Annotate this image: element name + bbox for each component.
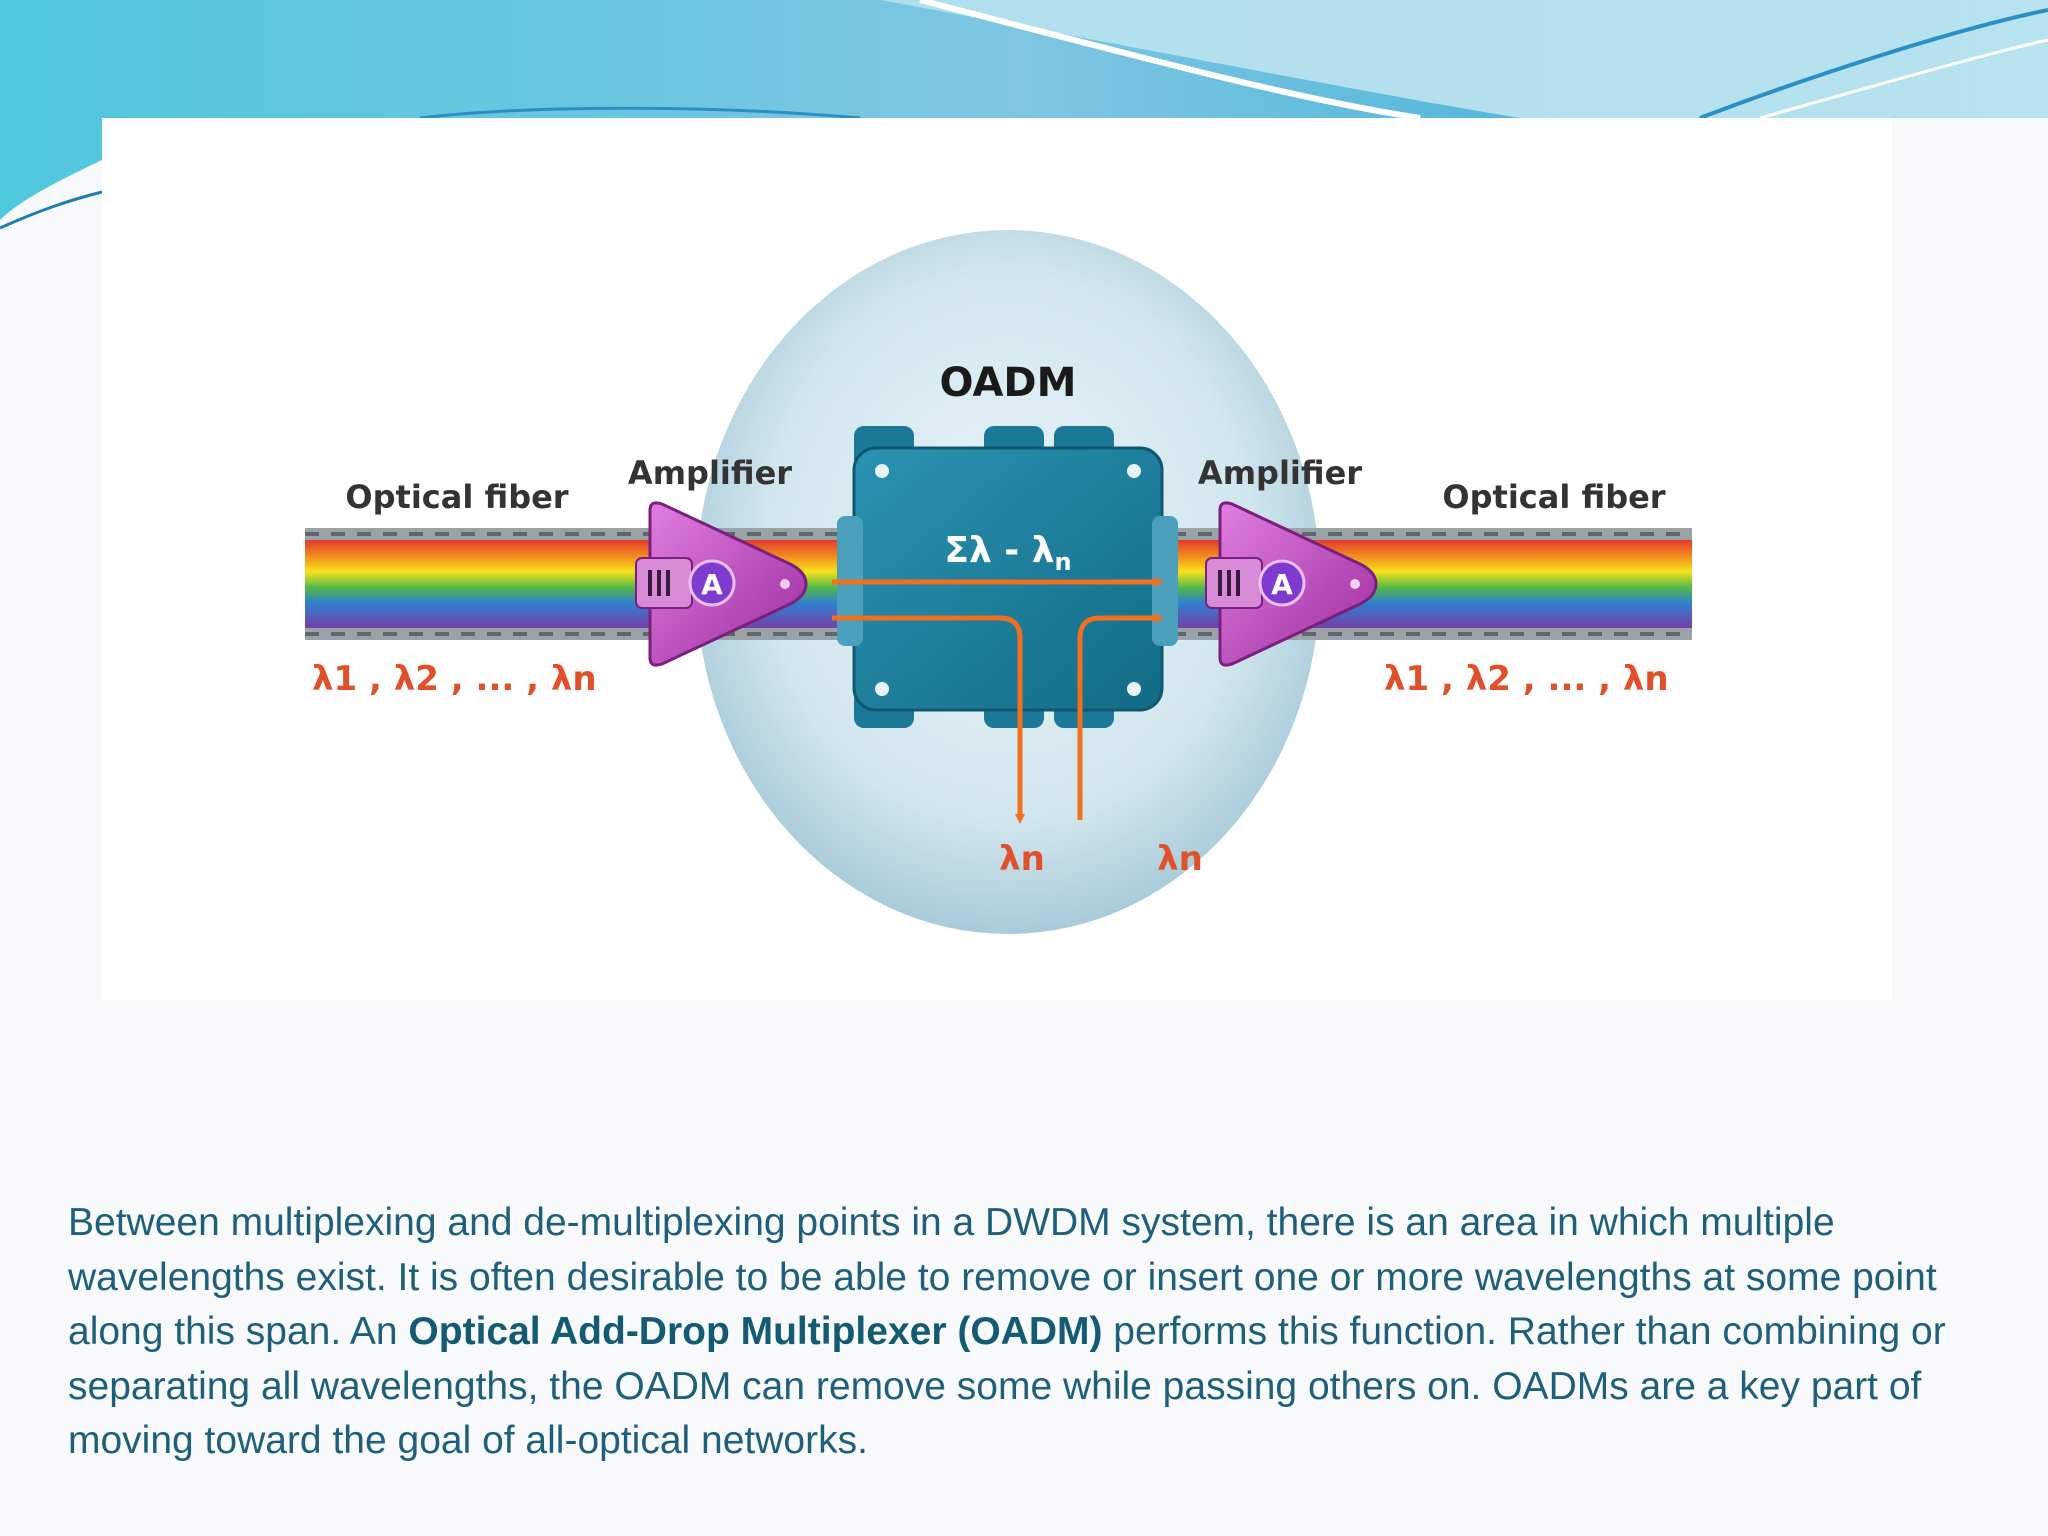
left-fiber-label: Optical fiber — [345, 478, 568, 516]
drop-arrow — [832, 615, 1025, 824]
wave-shape-light — [880, 0, 2048, 118]
left-amplifier-label: Amplifier — [628, 454, 792, 492]
output-wavelengths-label: λ1 , λ2 , ... , λn — [1384, 659, 1669, 699]
left-amplifier — [635, 501, 808, 667]
right-amplifier — [1205, 501, 1378, 667]
oadm-diagram: OADM Amplifier Amplifier Optical fiber O… — [305, 230, 1692, 934]
caption-bold-term: Optical Add-Drop Multiplexer (OADM) — [408, 1310, 1103, 1353]
oadm-sum-sub: n — [1055, 548, 1072, 576]
figure-panel: OADM Amplifier Amplifier Optical fiber O… — [102, 118, 1892, 1000]
left-amplifier-badge: A — [701, 568, 723, 601]
caption-text-part2: performs this function. Rather than comb… — [68, 1310, 1946, 1462]
wave-line-top — [919, 0, 1421, 121]
add-arrow — [1077, 613, 1164, 820]
right-fiber-label: Optical fiber — [1442, 478, 1665, 516]
input-wavelengths-label: λ1 , λ2 , ... , λn — [312, 659, 597, 699]
caption-text-part1: Between multiplexing and de-multiplexing… — [68, 1201, 1937, 1353]
add-wavelength-label: λn — [1157, 839, 1203, 879]
drop-wavelength-label: λn — [999, 839, 1045, 879]
right-amplifier-badge: A — [1271, 568, 1293, 601]
caption-paragraph: Between multiplexing and de-multiplexing… — [68, 1196, 1968, 1469]
oadm-box — [837, 426, 1178, 728]
header-wave-decoration — [0, 0, 2048, 230]
wave-line-right — [1699, 8, 2048, 120]
oadm-sum-main: Σλ - λ — [944, 530, 1054, 571]
oadm-sum-label: Σλ - λn — [944, 530, 1071, 576]
right-amplifier-label: Amplifier — [1198, 454, 1362, 492]
wave-line-mid — [419, 106, 861, 120]
oadm-title: OADM — [940, 360, 1077, 406]
wave-line-left — [0, 190, 103, 230]
wave-line-right-2 — [1759, 38, 2048, 120]
